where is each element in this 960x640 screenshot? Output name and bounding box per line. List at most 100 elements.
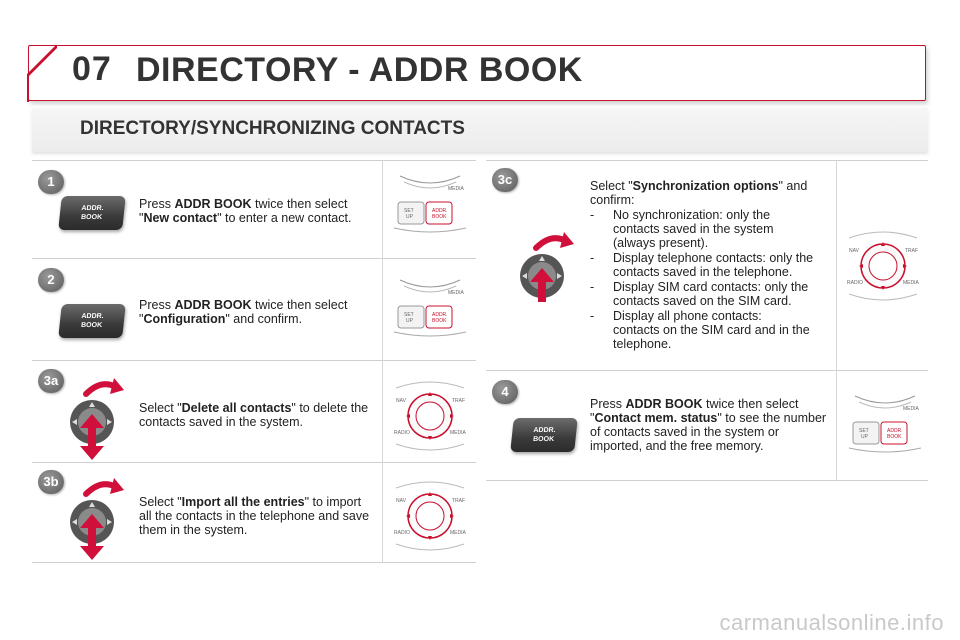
text: contacts saved on the SIM card. — [613, 294, 792, 308]
menu-item-name: Contact mem. status — [594, 411, 718, 425]
menu-item-name: New contact — [143, 211, 218, 225]
list-item: Display all phone contacts: contacts on … — [613, 309, 838, 351]
svg-text:SET: SET — [404, 312, 414, 318]
step-1-instruction: Press ADDR BOOK twice then select "New c… — [139, 197, 374, 225]
navigation-panel-illustration: NAV TRAF RADIO MEDIA — [847, 231, 920, 301]
navigation-panel-illustration: NAV TRAF RADIO MEDIA — [394, 481, 467, 551]
divider — [32, 562, 476, 563]
text: Display telephone contacts: only the — [613, 251, 814, 265]
svg-text:RADIO: RADIO — [394, 530, 410, 536]
menu-item-name: Synchronization options — [632, 179, 779, 193]
svg-text:UP: UP — [406, 318, 414, 324]
list-bullet: - — [590, 208, 595, 222]
menu-item-name: Import all the entries — [181, 495, 305, 509]
step-badge: 1 — [38, 170, 64, 194]
svg-text:MEDIA: MEDIA — [903, 280, 920, 286]
key-name: ADDR BOOK — [174, 197, 252, 211]
svg-text:TRAF: TRAF — [452, 398, 465, 404]
step-badge: 3c — [492, 168, 518, 192]
list-bullet: - — [590, 280, 595, 294]
step-badge: 4 — [492, 380, 518, 404]
button-label: ADDR. — [81, 313, 104, 320]
text: Display SIM card contacts: only the — [613, 280, 809, 294]
step-3a-instruction: Select "Delete all contacts" to delete t… — [139, 401, 374, 429]
text: contacts saved in the system — [613, 222, 774, 236]
navigation-panel-illustration: NAV TRAF RADIO MEDIA — [394, 381, 467, 451]
text: " to enter a new contact. — [217, 211, 352, 225]
addr-book-button: ADDR. BOOK — [58, 304, 126, 338]
svg-text:RADIO: RADIO — [394, 430, 410, 436]
svg-text:TRAF: TRAF — [905, 248, 918, 254]
chapter-header: 07 DIRECTORY - ADDR BOOK — [28, 45, 928, 101]
addr-book-button: ADDR. BOOK — [58, 196, 126, 230]
text: telephone. — [613, 337, 672, 351]
menu-item-name: Delete all contacts — [181, 401, 292, 415]
svg-text:MEDIA: MEDIA — [448, 290, 465, 296]
svg-text:MEDIA: MEDIA — [903, 406, 920, 412]
button-label: ADDR. — [81, 205, 104, 212]
list-bullet: - — [590, 309, 595, 323]
header-corner-accent — [27, 46, 57, 102]
step-2-instruction: Press ADDR BOOK twice then select "Confi… — [139, 298, 374, 326]
rotary-knob-icon — [70, 478, 124, 560]
button-label: BOOK — [80, 214, 103, 221]
svg-text:NAV: NAV — [849, 248, 860, 254]
svg-text:UP: UP — [861, 434, 869, 440]
text: Select " — [139, 401, 182, 415]
text: " to delete the contacts saved in the sy… — [139, 401, 369, 429]
step-3c-instruction: Select "Synchronization options" and con… — [590, 179, 830, 207]
text: twice then select " — [139, 197, 348, 225]
text: twice then select " — [139, 298, 348, 326]
section-band — [32, 108, 928, 152]
divider — [32, 258, 476, 259]
svg-text:SET: SET — [859, 428, 869, 434]
step-3b-instruction: Select "Import all the entries" to impor… — [139, 495, 374, 537]
list-bullet: - — [590, 251, 595, 265]
section-title: DIRECTORY/SYNCHRONIZING CONTACTS — [80, 118, 465, 139]
svg-text:BOOK: BOOK — [432, 318, 447, 324]
text: contacts on the SIM card and in the — [613, 323, 810, 337]
divider — [486, 370, 928, 371]
svg-text:ADDR.: ADDR. — [432, 312, 448, 318]
key-name: ADDR BOOK — [625, 397, 703, 411]
addr-book-button: ADDR. BOOK — [510, 418, 578, 452]
text: (always present). — [613, 236, 709, 250]
svg-text:UP: UP — [406, 214, 414, 220]
divider — [32, 360, 476, 361]
text: " and confirm: — [590, 179, 808, 207]
svg-text:MEDIA: MEDIA — [450, 430, 467, 436]
text: Select " — [590, 179, 633, 193]
step-badge: 2 — [38, 268, 64, 292]
svg-text:SET: SET — [404, 208, 414, 214]
media-label: MEDIA — [448, 186, 465, 192]
control-panel-illustration: MEDIA SET UP ADDR. BOOK — [393, 175, 467, 233]
svg-text:BOOK: BOOK — [432, 214, 447, 220]
button-label: BOOK — [532, 436, 555, 443]
svg-text:BOOK: BOOK — [887, 434, 902, 440]
watermark: carmanualsonline.info — [719, 610, 944, 635]
svg-text:NAV: NAV — [396, 398, 407, 404]
chapter-number: 07 — [72, 50, 112, 88]
text: No synchronization: only the — [613, 208, 771, 222]
rotary-knob-icon — [520, 232, 574, 302]
divider — [32, 160, 476, 161]
svg-text:ADDR.: ADDR. — [432, 208, 448, 214]
control-panel-illustration: MEDIA SET UP ADDR. BOOK — [393, 279, 467, 337]
text: contacts saved in the telephone. — [613, 265, 793, 279]
text: Press — [590, 397, 626, 411]
key-name: ADDR BOOK — [174, 298, 252, 312]
button-label: ADDR. — [533, 427, 556, 434]
list-item: Display telephone contacts: only the con… — [613, 251, 838, 279]
svg-text:NAV: NAV — [396, 498, 407, 504]
text: Press — [139, 298, 175, 312]
svg-text:RADIO: RADIO — [847, 280, 863, 286]
divider — [486, 480, 928, 481]
svg-text:ADDR.: ADDR. — [887, 428, 903, 434]
menu-item-name: Configuration — [143, 312, 226, 326]
step-badge: 3b — [38, 470, 64, 494]
text: " to import all the contacts in the tele… — [139, 495, 370, 537]
text: " to see the number of contacts saved in… — [590, 411, 827, 453]
step-badge: 3a — [38, 369, 64, 393]
text: twice then select " — [590, 397, 799, 425]
text: Display all phone contacts: — [613, 309, 762, 323]
